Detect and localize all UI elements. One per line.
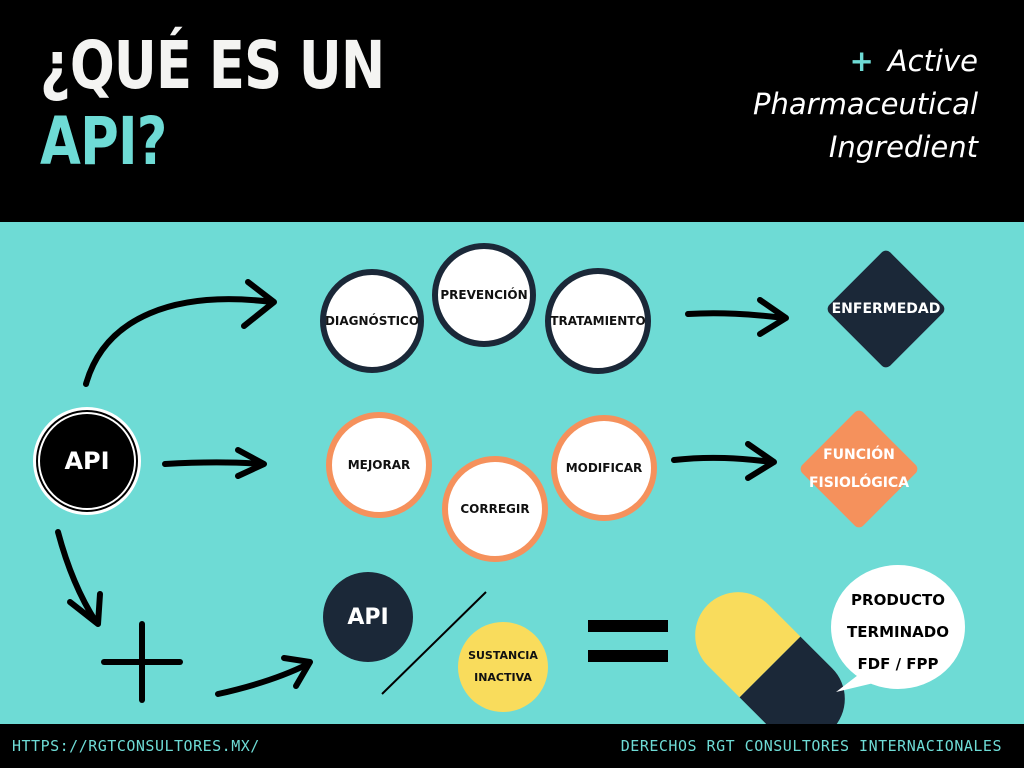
title-line-2: API?	[40, 103, 167, 180]
plus-icon: +	[849, 44, 874, 78]
diamond-enfermedad-label: ENFERMEDAD	[831, 301, 941, 317]
api-definition: + Active Pharmaceutical Ingredient	[658, 40, 978, 169]
arrows-layer	[55, 279, 965, 724]
api-secondary-node: API	[323, 572, 413, 662]
capsule-icon	[695, 592, 845, 724]
footer-rights: DERECHOS RGT CONSULTORES INTERNACIONALES	[620, 737, 1002, 755]
diagram-area: API DIAGNÓSTICO PREVENCIÓN TRATAMIENTO E…	[0, 222, 1024, 724]
arrow-head-row2	[235, 447, 267, 479]
circle-modificar-label: MODIFICAR	[565, 461, 643, 475]
page-title: ¿QUÉ ES UN API?	[40, 27, 385, 180]
sustancia-inactiva-node: SUSTANCIA INACTIVA	[458, 622, 548, 712]
circle-mejorar: MEJORAR	[326, 412, 432, 518]
definition-line-1: Active	[887, 44, 978, 78]
circle-tratamiento-label: TRATAMIENTO	[550, 314, 646, 328]
product-line1: PRODUCTO	[851, 591, 945, 609]
circle-prevencion-label: PREVENCIÓN	[440, 288, 528, 302]
circle-modificar: MODIFICAR	[551, 415, 657, 521]
arrow-head-down	[67, 591, 103, 627]
api-main-node: API	[33, 407, 141, 515]
arrow-head-row2-target	[745, 441, 777, 481]
circle-tratamiento: TRATAMIENTO	[545, 268, 651, 374]
diamond-enfermedad: ENFERMEDAD	[825, 248, 947, 370]
circle-diagnostico: DIAGNÓSTICO	[320, 269, 424, 373]
api-main-label: API	[64, 447, 110, 475]
arrow-head-row1	[241, 279, 277, 329]
arrow-row1-to-target	[685, 310, 787, 321]
slash-divider	[381, 591, 487, 695]
equals-icon	[588, 620, 668, 662]
sustancia-inactiva-line1: SUSTANCIA	[468, 649, 538, 662]
definition-line-2: Pharmaceutical	[753, 87, 978, 121]
speech-bubble	[831, 565, 965, 692]
circle-corregir-label: CORREGIR	[460, 502, 530, 516]
diamond-funcion-label-line1: FUNCIÓN	[823, 447, 895, 463]
circle-prevencion: PREVENCIÓN	[432, 243, 536, 347]
sustancia-inactiva-label: SUSTANCIA INACTIVA	[468, 645, 538, 689]
arrow-head-plus-api	[281, 655, 313, 689]
arrow-api-to-row1	[83, 296, 275, 387]
product-line3: FDF / FPP	[857, 655, 939, 673]
product-line2: TERMINADO	[847, 623, 949, 641]
plus-sign-icon	[101, 621, 183, 703]
api-secondary-label: API	[347, 604, 389, 630]
sustancia-inactiva-line2: INACTIVA	[474, 671, 532, 684]
title-line-1: ¿QUÉ ES UN	[40, 27, 385, 104]
definition-line-3: Ingredient	[828, 130, 978, 164]
arrow-api-to-row2	[162, 459, 265, 467]
footer-url-link[interactable]: HTTPS://RGTCONSULTORES.MX/	[12, 737, 260, 755]
arrow-row2-to-target	[671, 454, 775, 465]
arrow-head-row1-target	[757, 297, 789, 337]
circle-corregir: CORREGIR	[442, 456, 548, 562]
diamond-funcion-fisiologica: FUNCIÓN FISIOLÓGICA	[798, 408, 920, 530]
diamond-funcion-label-line2: FISIOLÓGICA	[808, 475, 910, 491]
product-label: PRODUCTO TERMINADO FDF / FPP	[838, 584, 958, 680]
header: ¿QUÉ ES UN API? + Active Pharmaceutical I…	[0, 0, 1024, 222]
circle-diagnostico-label: DIAGNÓSTICO	[324, 314, 420, 328]
diamond-funcion-label: FUNCIÓN FISIOLÓGICA	[809, 441, 909, 497]
arrow-api-down	[55, 529, 99, 625]
footer: HTTPS://RGTCONSULTORES.MX/ DERECHOS RGT …	[0, 724, 1024, 768]
circle-mejorar-label: MEJORAR	[347, 458, 411, 472]
arrow-plus-to-api	[215, 661, 311, 697]
